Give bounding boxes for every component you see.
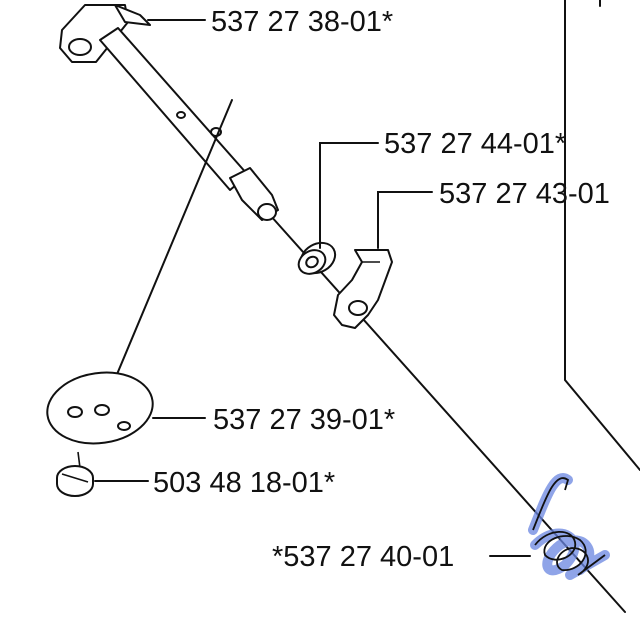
disc-guide-line bbox=[101, 99, 233, 411]
screw-part bbox=[56, 451, 94, 497]
label-bracket: 537 27 38-01* bbox=[211, 6, 393, 38]
washer-part bbox=[297, 241, 337, 275]
label-lever: 537 27 43-01 bbox=[439, 178, 610, 210]
label-disc: 537 27 39-01* bbox=[213, 404, 395, 436]
spring-part bbox=[528, 473, 610, 580]
leader-washer bbox=[319, 142, 379, 249]
leader-lines bbox=[94, 19, 531, 557]
lever-part bbox=[333, 249, 393, 329]
label-screw: 503 48 18-01* bbox=[153, 467, 335, 499]
label-spring: *537 27 40-01 bbox=[272, 541, 454, 573]
housing-outline bbox=[564, 0, 640, 471]
label-washer: 537 27 44-01* bbox=[384, 128, 566, 160]
disc-part bbox=[46, 371, 154, 445]
leader-lever bbox=[377, 191, 433, 249]
